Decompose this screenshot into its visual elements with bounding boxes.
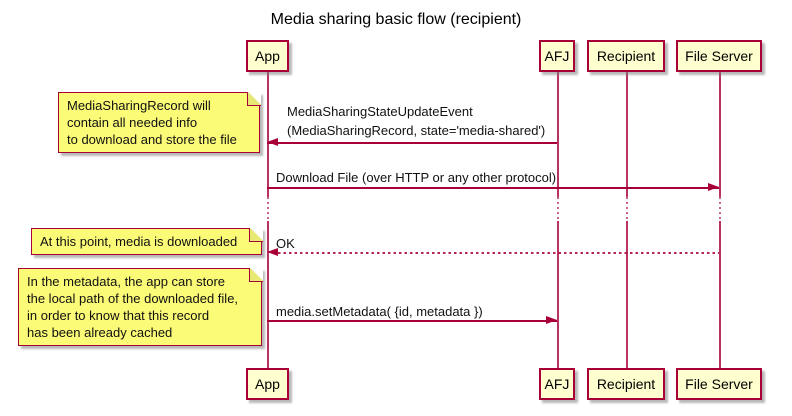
message-4-label-line: media.setMetadata( {id, metadata }): [276, 304, 483, 319]
message-2-label: Download File (over HTTP or any other pr…: [276, 168, 556, 187]
message-3-label: OK: [276, 234, 295, 253]
lifeline-recipient: [626, 221, 628, 368]
participant-afj-bottom: AFJ: [539, 368, 575, 400]
note-line: has been already cached: [27, 325, 173, 340]
participant-afj-top: AFJ: [539, 40, 575, 72]
note-media-downloaded: At this point, media is downloaded: [31, 227, 263, 255]
diagram-title: Media sharing basic flow (recipient): [270, 11, 522, 28]
lifeline-app: [267, 221, 269, 368]
participant-app-bottom: App: [246, 368, 289, 400]
lifeline-app: [267, 72, 269, 197]
note-line: the local path of the downloaded file,: [27, 291, 239, 306]
participant-app-top: App: [246, 40, 289, 72]
lifeline-file-server: [719, 72, 721, 197]
lifeline-app-delay-segment: [267, 197, 269, 221]
message-3-line: [278, 252, 719, 254]
participant-file-server-bottom: File Server: [676, 368, 762, 400]
message-2-line: [267, 187, 719, 189]
lifeline-recipient-delay-segment: [626, 197, 628, 221]
note-media-sharing-record: MediaSharingRecord will contain all need…: [58, 91, 261, 153]
arrowhead-left-icon: [267, 138, 278, 146]
participant-file-server-top: File Server: [676, 40, 762, 72]
lifeline-recipient: [626, 72, 628, 197]
lifeline-file-server-delay-segment: [719, 197, 721, 221]
message-1-label: MediaSharingStateUpdateEvent (MediaShari…: [287, 102, 545, 140]
message-2-label-line: Download File (over HTTP or any other pr…: [276, 170, 557, 185]
participant-recipient-bottom: Recipient: [587, 368, 665, 400]
lifeline-afj-delay-segment: [557, 197, 559, 221]
lifeline-afj: [557, 221, 559, 368]
note-line: in order to know that this record: [27, 308, 210, 323]
arrowhead-right-icon: [546, 316, 557, 324]
arrowhead-right-icon: [708, 183, 719, 191]
participant-recipient-top: Recipient: [587, 40, 665, 72]
note-line: to download and store the file: [67, 132, 237, 147]
arrowhead-left-icon: [267, 248, 278, 256]
lifeline-afj: [557, 72, 559, 197]
note-metadata-local-path: In the metadata, the app can store the l…: [18, 267, 263, 346]
note-line: contain all needed info: [67, 115, 198, 130]
message-4-line: [267, 320, 557, 322]
message-1-label-line: (MediaSharingRecord, state='media-shared…: [287, 123, 546, 138]
message-4-label: media.setMetadata( {id, metadata }): [276, 302, 483, 321]
note-line: MediaSharingRecord will: [67, 98, 211, 113]
note-fold-icon: [248, 267, 263, 282]
note-fold-icon: [246, 91, 261, 106]
message-3-label-line: OK: [276, 236, 295, 251]
lifeline-file-server: [719, 221, 721, 368]
message-1-label-line: MediaSharingStateUpdateEvent: [287, 104, 473, 119]
note-line: In the metadata, the app can store: [27, 274, 226, 289]
message-1-line: [267, 142, 557, 144]
note-fold-icon: [248, 227, 263, 242]
note-line: At this point, media is downloaded: [40, 234, 238, 249]
